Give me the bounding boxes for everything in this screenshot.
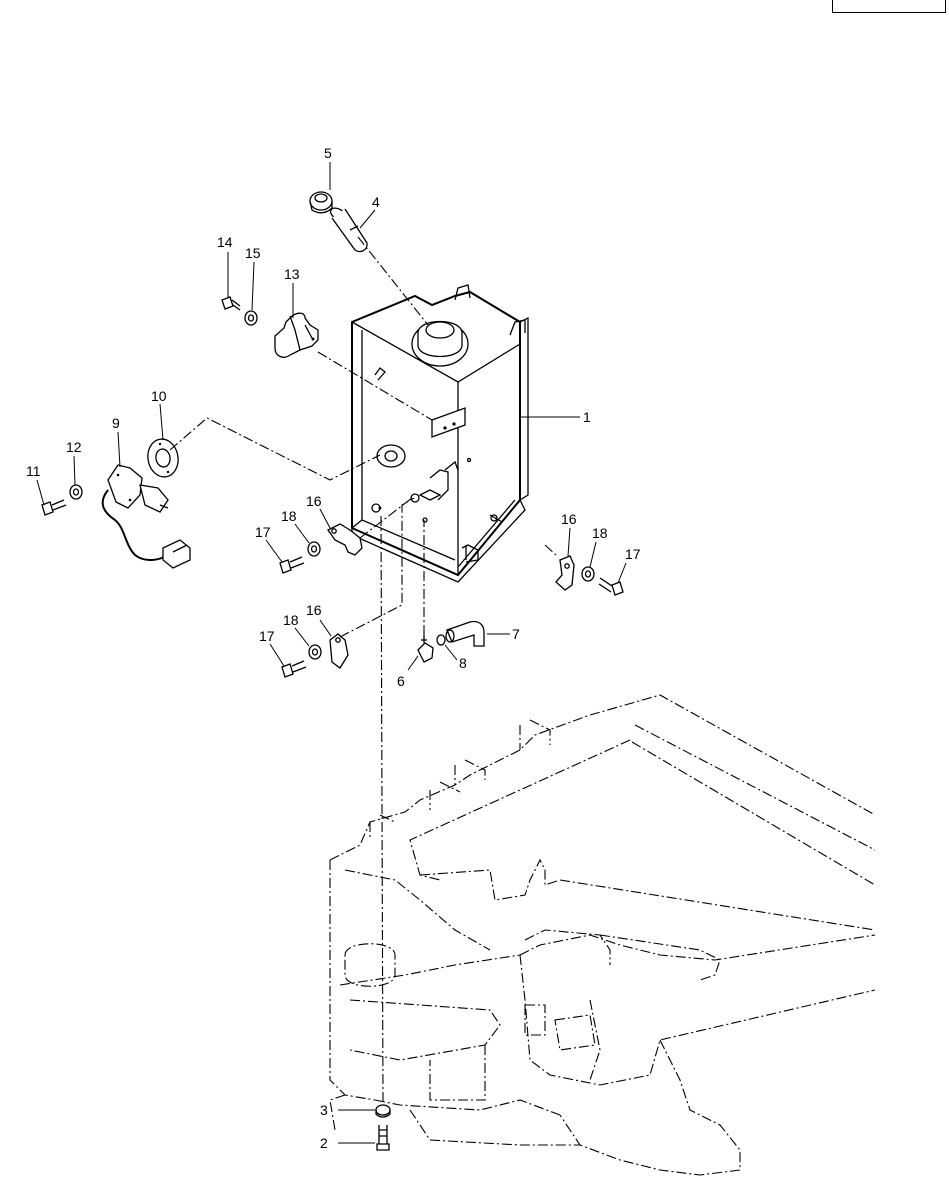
part-15-washer xyxy=(244,310,258,326)
callout-3: 3 xyxy=(320,1102,328,1118)
callout-11: 11 xyxy=(26,463,41,479)
assembly-lines xyxy=(169,236,557,1103)
sensor-connector xyxy=(162,539,191,569)
part-2-bolt xyxy=(376,1125,390,1151)
callout-7: 7 xyxy=(512,626,520,642)
part-18-washer-center xyxy=(307,541,321,557)
callout-12: 12 xyxy=(66,439,82,455)
part-13-clamp xyxy=(274,312,319,358)
callout-10: 10 xyxy=(151,388,167,404)
part-17-bolt-lower xyxy=(281,660,307,678)
part-17-bolt-right xyxy=(598,577,624,596)
callout-6: 6 xyxy=(397,673,405,689)
leader-lines xyxy=(36,162,627,1144)
callout-5: 5 xyxy=(324,145,332,161)
machine-frame-phantom xyxy=(329,694,876,1176)
callout-17-center: 17 xyxy=(255,524,271,540)
callout-17-lower: 17 xyxy=(259,628,275,644)
part-3-washer xyxy=(375,1104,391,1118)
callout-16-lower: 16 xyxy=(306,602,322,618)
callout-15: 15 xyxy=(245,245,261,261)
callout-18-right: 18 xyxy=(592,525,608,541)
part-18-washer-right xyxy=(581,566,595,582)
callout-16-center: 16 xyxy=(306,493,322,509)
part-9-sensor xyxy=(101,464,169,561)
callout-13: 13 xyxy=(284,266,300,282)
part-10-gasket xyxy=(147,438,179,478)
callout-17-right: 17 xyxy=(625,546,641,562)
part-7-drain-hose xyxy=(445,620,485,647)
part-5-cap xyxy=(309,191,333,214)
callout-18-lower: 18 xyxy=(283,612,299,628)
callout-8: 8 xyxy=(459,655,467,671)
part-4-strainer xyxy=(329,207,368,253)
part-16-clip-lower xyxy=(329,633,349,669)
callout-2: 2 xyxy=(320,1135,328,1151)
callout-16-right: 16 xyxy=(561,511,577,527)
part-14-bolt xyxy=(221,296,241,311)
part-17-bolt-center xyxy=(279,556,305,574)
part-18-washer-lower xyxy=(308,644,322,660)
part-16-clip-right xyxy=(555,555,575,591)
part-8-hose-clamp xyxy=(436,634,446,646)
callout-14: 14 xyxy=(217,234,233,250)
callout-4: 4 xyxy=(372,194,380,210)
callout-18-center: 18 xyxy=(281,508,297,524)
callout-labels: 5 4 14 15 13 10 9 12 11 1 17 18 16 17 18… xyxy=(26,145,641,1151)
tank-assembly xyxy=(351,284,529,583)
part-12-washer xyxy=(69,484,83,500)
callout-9: 9 xyxy=(112,415,120,431)
part-6-drain-cock xyxy=(417,635,434,663)
part-11-bolt xyxy=(41,499,67,516)
page-reference-box xyxy=(832,0,946,13)
callout-1: 1 xyxy=(583,409,591,425)
part-16-clip-center xyxy=(327,523,363,556)
